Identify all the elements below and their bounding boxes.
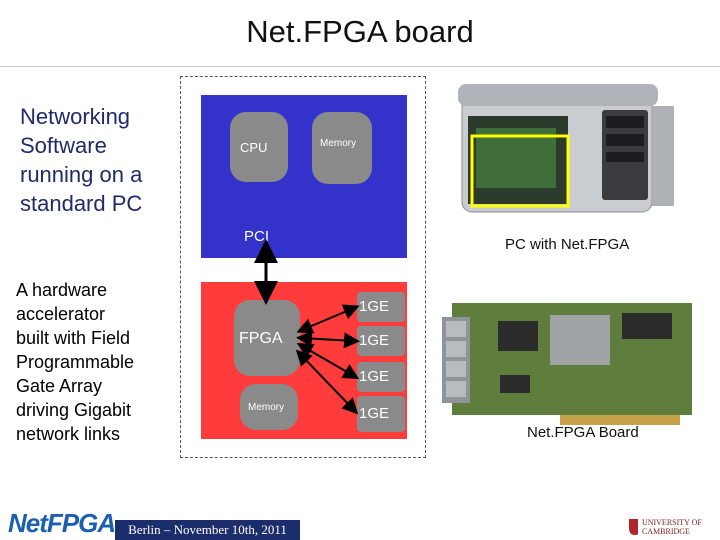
hardware-line: driving Gigabit	[16, 400, 132, 420]
pc-caption: PC with Net.FPGA	[505, 236, 630, 253]
software-line: Software	[20, 133, 107, 158]
highlight-frame	[470, 134, 570, 208]
hardware-description: A hardware accelerator built with Field …	[16, 278, 134, 446]
logo-text: NetFPGA	[8, 508, 116, 538]
university-name: UNIVERSITY OF CAMBRIDGE	[641, 518, 702, 536]
hardware-line: built with Field	[16, 328, 131, 348]
hardware-line: Gate Array	[16, 376, 103, 396]
ge-arrow-1	[296, 304, 360, 334]
system-boundary	[180, 76, 426, 458]
memory-top-label: Memory	[320, 138, 357, 149]
page-title: Net.FPGA board	[246, 14, 474, 49]
title-divider	[0, 66, 720, 67]
ge-port-2: 1GE	[357, 326, 405, 356]
memory-top-box: Memory	[312, 112, 372, 184]
ge-label: 1GE	[359, 405, 390, 422]
hardware-line: A hardware	[16, 280, 108, 300]
university-logo: UNIVERSITY OF CAMBRIDGE	[628, 518, 720, 540]
hardware-line: Programmable	[16, 352, 135, 372]
board-photo	[442, 303, 692, 425]
software-line: Networking	[20, 104, 131, 129]
fpga-label: FPGA	[239, 330, 283, 347]
event-footer: Berlin – November 10th, 2011	[115, 520, 300, 540]
software-line: standard PC	[20, 191, 143, 216]
software-line: running on a	[20, 162, 143, 187]
cpu-box: CPU	[230, 112, 288, 182]
cpu-label: CPU	[240, 140, 268, 155]
memory-bottom-box: Memory	[240, 384, 298, 430]
hardware-line: network links	[16, 424, 121, 444]
ge-port-1: 1GE	[357, 292, 405, 322]
fpga-box: FPGA	[234, 300, 300, 376]
ge-arrow-2	[296, 330, 360, 349]
netfpga-logo: NetFPGA	[8, 508, 116, 539]
ge-label: 1GE	[359, 368, 390, 385]
memory-bottom-label: Memory	[248, 402, 285, 413]
ge-port-4: 1GE	[357, 396, 405, 432]
ge-port-3: 1GE	[357, 362, 405, 392]
ge-label: 1GE	[359, 298, 390, 315]
crest-icon	[629, 519, 638, 535]
pc-photo	[458, 84, 674, 213]
ge-label: 1GE	[359, 332, 390, 349]
ge-arrow-3	[296, 343, 360, 379]
hardware-line: accelerator	[16, 304, 106, 324]
software-description: Networking Software running on a standar…	[20, 102, 142, 218]
ge-arrow-4	[295, 349, 359, 415]
board-caption: Net.FPGA Board	[527, 424, 639, 441]
